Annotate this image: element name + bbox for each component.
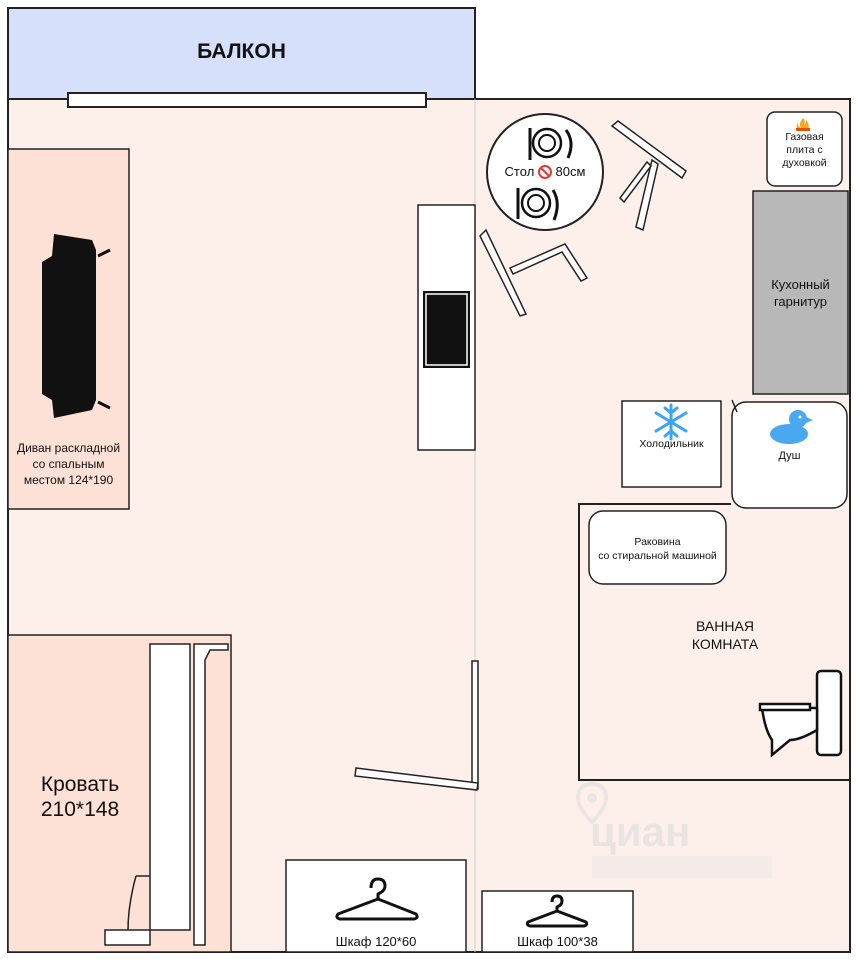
table-label: Стол 80см [495,164,595,179]
cian-logo [575,781,772,878]
stove-label: Газовая плита с духовкой [782,131,827,169]
chair-icon [610,120,687,232]
watermark-text: циан [590,808,691,855]
hanger-icon [335,877,419,921]
table-size: 80см [555,164,586,179]
bed-label: Кровать 210*148 [40,773,120,821]
wardrobe-2 [481,890,634,953]
kitchen-set [752,190,849,395]
sofa-label: Диван раскладной со спальным местом 124*… [16,441,121,487]
bathroom-wall [578,503,850,781]
bathroom-label: ВАННАЯ КОМНАТА [691,618,759,652]
no-entry-icon [538,165,552,179]
sofa-icon [42,234,111,418]
gas-stove [766,111,843,187]
wardrobe-2-label: Шкаф 100*38 [517,934,598,949]
tv-icon [423,291,470,368]
table-name: Стол [504,164,535,179]
plate-cutlery-icon [516,187,559,221]
rubber-duck-icon [770,410,813,444]
balcony-label: БАЛКОН [197,40,286,63]
door-leaf [354,660,479,791]
fire-icon [796,118,810,131]
chair-icon [479,228,589,317]
fridge-label: Холодильник [639,438,704,450]
snowflake-icon [654,403,688,441]
shower-label: Душ [778,450,801,462]
toilet-icon [758,669,843,758]
sink-label: Раковина со стиральной машиной [598,536,717,562]
bed-outline [104,643,229,946]
plate-cutlery-icon [528,127,573,160]
kitchen-set-label: Кухонный гарнитур [771,277,830,309]
shower [731,401,848,509]
balcony-door [67,92,427,108]
balcony [7,7,476,100]
wardrobe-1 [285,859,467,953]
wardrobe-1-label: Шкаф 120*60 [335,934,417,949]
sink [588,510,727,585]
hanger-icon [525,894,589,928]
